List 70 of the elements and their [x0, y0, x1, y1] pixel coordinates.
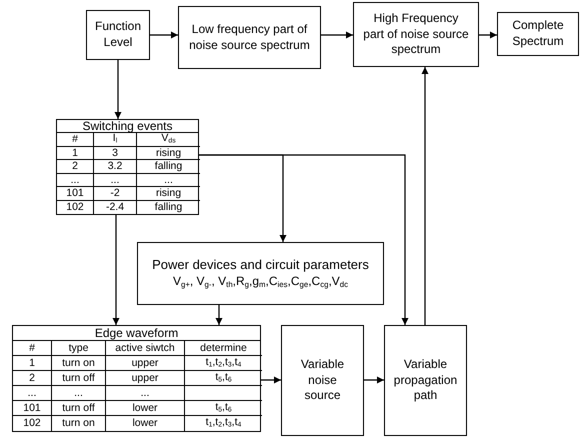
process-box [86, 10, 150, 60]
parameter-list: V$_{g+}$, V$_{g-}$, V$_{th}$,R$_{g}$,g$_{m}$,C$_{ies}$,C$_{ge}$,C$_{cg}$,V$_{dc}$ [172, 274, 348, 290]
arrow [112, 215, 120, 325]
table-cell: ... [74, 388, 83, 398]
table-cell: 101 [66, 188, 84, 199]
table-cell: t$_{5}$,t$_{6}$ [215, 372, 232, 384]
table-cell: 3.2 [108, 161, 122, 172]
table-cell: falling [154, 161, 182, 172]
process-box [137, 242, 384, 305]
arrow [216, 305, 222, 325]
column-header: type [68, 342, 88, 354]
table-cell: t$_{5}$,t$_{6}$ [215, 402, 232, 414]
table-cell: falling [154, 202, 182, 213]
table-cell: 3 [112, 148, 118, 158]
table-cell: 102 [23, 418, 41, 429]
table-cell: turn on [62, 358, 95, 368]
arrow [422, 67, 428, 325]
table-cell: 101 [23, 402, 41, 414]
table-cell: 2 [72, 161, 78, 172]
table-cell: ... [110, 174, 120, 186]
table-cell: turn off [62, 402, 95, 414]
table [56, 119, 199, 215]
column-header: determine [200, 342, 247, 354]
table-cell: lower [132, 402, 158, 414]
arrow [114, 60, 122, 119]
table-cell: ... [140, 388, 150, 398]
table-cell: rising [156, 148, 182, 158]
table-cell: 1 [72, 148, 78, 158]
table-cell: turn off [62, 372, 95, 384]
table-cell: 1 [29, 358, 35, 368]
table-cell: -2.4 [106, 202, 124, 213]
table-cell: 2 [29, 372, 35, 384]
table-cell: turn on [62, 418, 95, 429]
process-box [497, 12, 579, 56]
arrow [261, 376, 281, 384]
column-header: I$_{l}$ [112, 133, 118, 146]
process-box [178, 6, 321, 69]
box-label: Variable noise source [300, 357, 346, 404]
process-box [281, 325, 364, 436]
table-title: Switching events [82, 119, 173, 134]
arrow [199, 154, 408, 325]
box-label: Low frequency part of noise source spectrum [188, 22, 311, 54]
table-cell: upper [132, 372, 158, 384]
column-header: # [29, 342, 35, 354]
table-cell: 102 [66, 202, 84, 213]
table-cell: lower [132, 418, 158, 429]
box-label: Power devices and circuit parameters [152, 257, 369, 274]
column-header: active siwtch [115, 342, 175, 354]
column-header: # [72, 134, 78, 145]
box-label: Variable propagation path [393, 357, 458, 404]
table-cell: upper [132, 358, 158, 368]
column-header: V$_{ds}$ [161, 133, 176, 146]
box-label: High Frequency part of noise source spectrum [362, 11, 470, 58]
process-box [384, 325, 467, 436]
arrow [321, 32, 353, 38]
box-label: Function Level [94, 19, 142, 51]
arrow [364, 376, 384, 384]
table-cell: -2 [110, 188, 120, 199]
table-cell: t$_{1}$,t$_{2}$,t$_{3}$,t$_{4}$ [206, 356, 242, 370]
table-cell: ... [70, 174, 80, 186]
box-label: Complete Spectrum [511, 18, 565, 50]
table [12, 325, 261, 432]
arrow [479, 32, 497, 38]
table-title: Edge waveform [94, 326, 178, 340]
process-box [353, 2, 479, 67]
table-cell: rising [156, 188, 182, 199]
arrow [150, 32, 178, 38]
table-cell: ... [164, 174, 173, 186]
table-cell: t$_{1}$,t$_{2}$,t$_{3}$,t$_{4}$ [206, 417, 242, 430]
table-cell: ... [28, 388, 36, 398]
